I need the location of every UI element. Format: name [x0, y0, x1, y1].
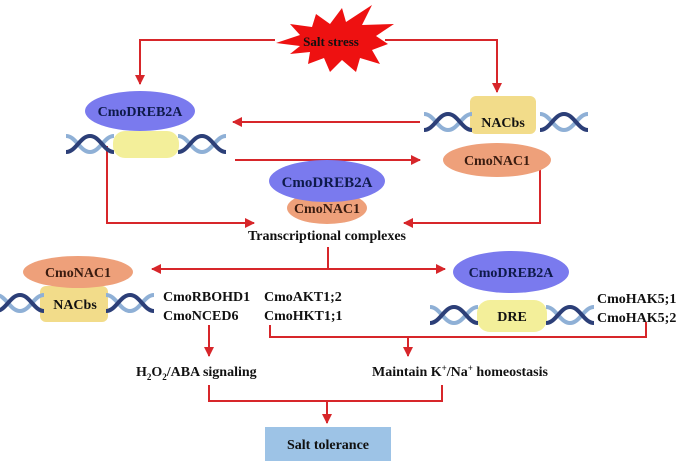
complex-cmodreb2a-label: CmoDREB2A [282, 175, 373, 191]
gene-cmonced6: CmoNCED6 [163, 309, 238, 324]
dre-label: DRE [497, 310, 527, 325]
arrow-dreb-to-complex [106, 146, 255, 228]
nacbs-binding-site [40, 286, 108, 322]
dna-helix-icon [538, 112, 590, 132]
starburst-icon [276, 5, 394, 72]
dna-helix-icon [64, 134, 116, 154]
connectors [106, 39, 647, 424]
dreb-top-node: CmoDREB2A [64, 91, 228, 158]
dre-binding-site [113, 131, 179, 158]
nacbs-binding-site [470, 96, 536, 134]
cmodreb2a-ellipse [85, 91, 195, 131]
salt-stress-label: Salt stress [303, 34, 359, 49]
dna-helix-icon [544, 305, 596, 325]
dre-binding-site [477, 300, 547, 332]
nac-target-genes: CmoRBOHD1 CmoNCED6 [163, 290, 250, 324]
nac-top-node: NACbs CmoNAC1 [422, 96, 590, 177]
arrow-stress-to-dreb [135, 39, 275, 85]
dna-helix-icon [176, 134, 228, 154]
gene-cmohak5-1: CmoHAK5;1 [597, 292, 676, 307]
salt-tolerance-node: Salt tolerance [265, 427, 391, 461]
bracket-outcomes [208, 385, 443, 402]
transcriptional-complexes-caption: Transcriptional complexes [248, 229, 407, 244]
dreb-bottom-node: DRE CmoDREB2A [428, 251, 596, 332]
gene-cmoakt1-2: CmoAKT1;2 [264, 290, 342, 305]
gene-cmorbohd1: CmoRBOHD1 [163, 290, 250, 305]
salt-stress-node: Salt stress [276, 5, 394, 72]
h2o2-aba-signaling-label: H2O2/ABA signaling [136, 365, 257, 382]
cmonac1-ellipse [23, 256, 133, 288]
complex-cmonac1-label: CmoNAC1 [294, 202, 360, 217]
arrow-stress-to-nac [385, 39, 502, 93]
nac-bottom-node: NACbs CmoNAC1 [0, 256, 156, 322]
dna-helix-icon [428, 305, 480, 325]
dna-helix-icon [104, 293, 156, 313]
gene-cmohak5-2: CmoHAK5;2 [597, 311, 676, 326]
cmonac1-label: CmoNAC1 [45, 266, 111, 281]
cmodreb2a-label: CmoDREB2A [98, 105, 184, 120]
bracket-dreb-targets [269, 322, 647, 338]
salt-tolerance-box [265, 427, 391, 461]
salt-tolerance-label: Salt tolerance [287, 438, 369, 453]
cmonac1-label: CmoNAC1 [464, 154, 530, 169]
cmodreb2a-label: CmoDREB2A [469, 266, 555, 281]
dreb-target-genes-right: CmoHAK5;1 CmoHAK5;2 [597, 292, 676, 326]
dreb-target-genes-left: CmoAKT1;2 CmoHKT1;1 [264, 290, 343, 324]
cmonac1-ellipse [443, 143, 551, 177]
k-na-homeostasis-label: Maintain K+/Na+ homeostasis [372, 363, 549, 380]
complex-cmodreb2a-ellipse [269, 160, 385, 202]
dna-helix-icon [422, 112, 474, 132]
arrow-nac-to-complex [403, 170, 541, 228]
nacbs-label: NACbs [481, 116, 525, 131]
nacbs-label: NACbs [53, 298, 97, 313]
gene-cmohkt1-1: CmoHKT1;1 [264, 309, 343, 324]
cmodreb2a-ellipse [453, 251, 569, 293]
transcriptional-complex-node: CmoDREB2A CmoNAC1 Transcriptional comple… [248, 160, 407, 244]
dna-helix-icon [0, 293, 46, 313]
